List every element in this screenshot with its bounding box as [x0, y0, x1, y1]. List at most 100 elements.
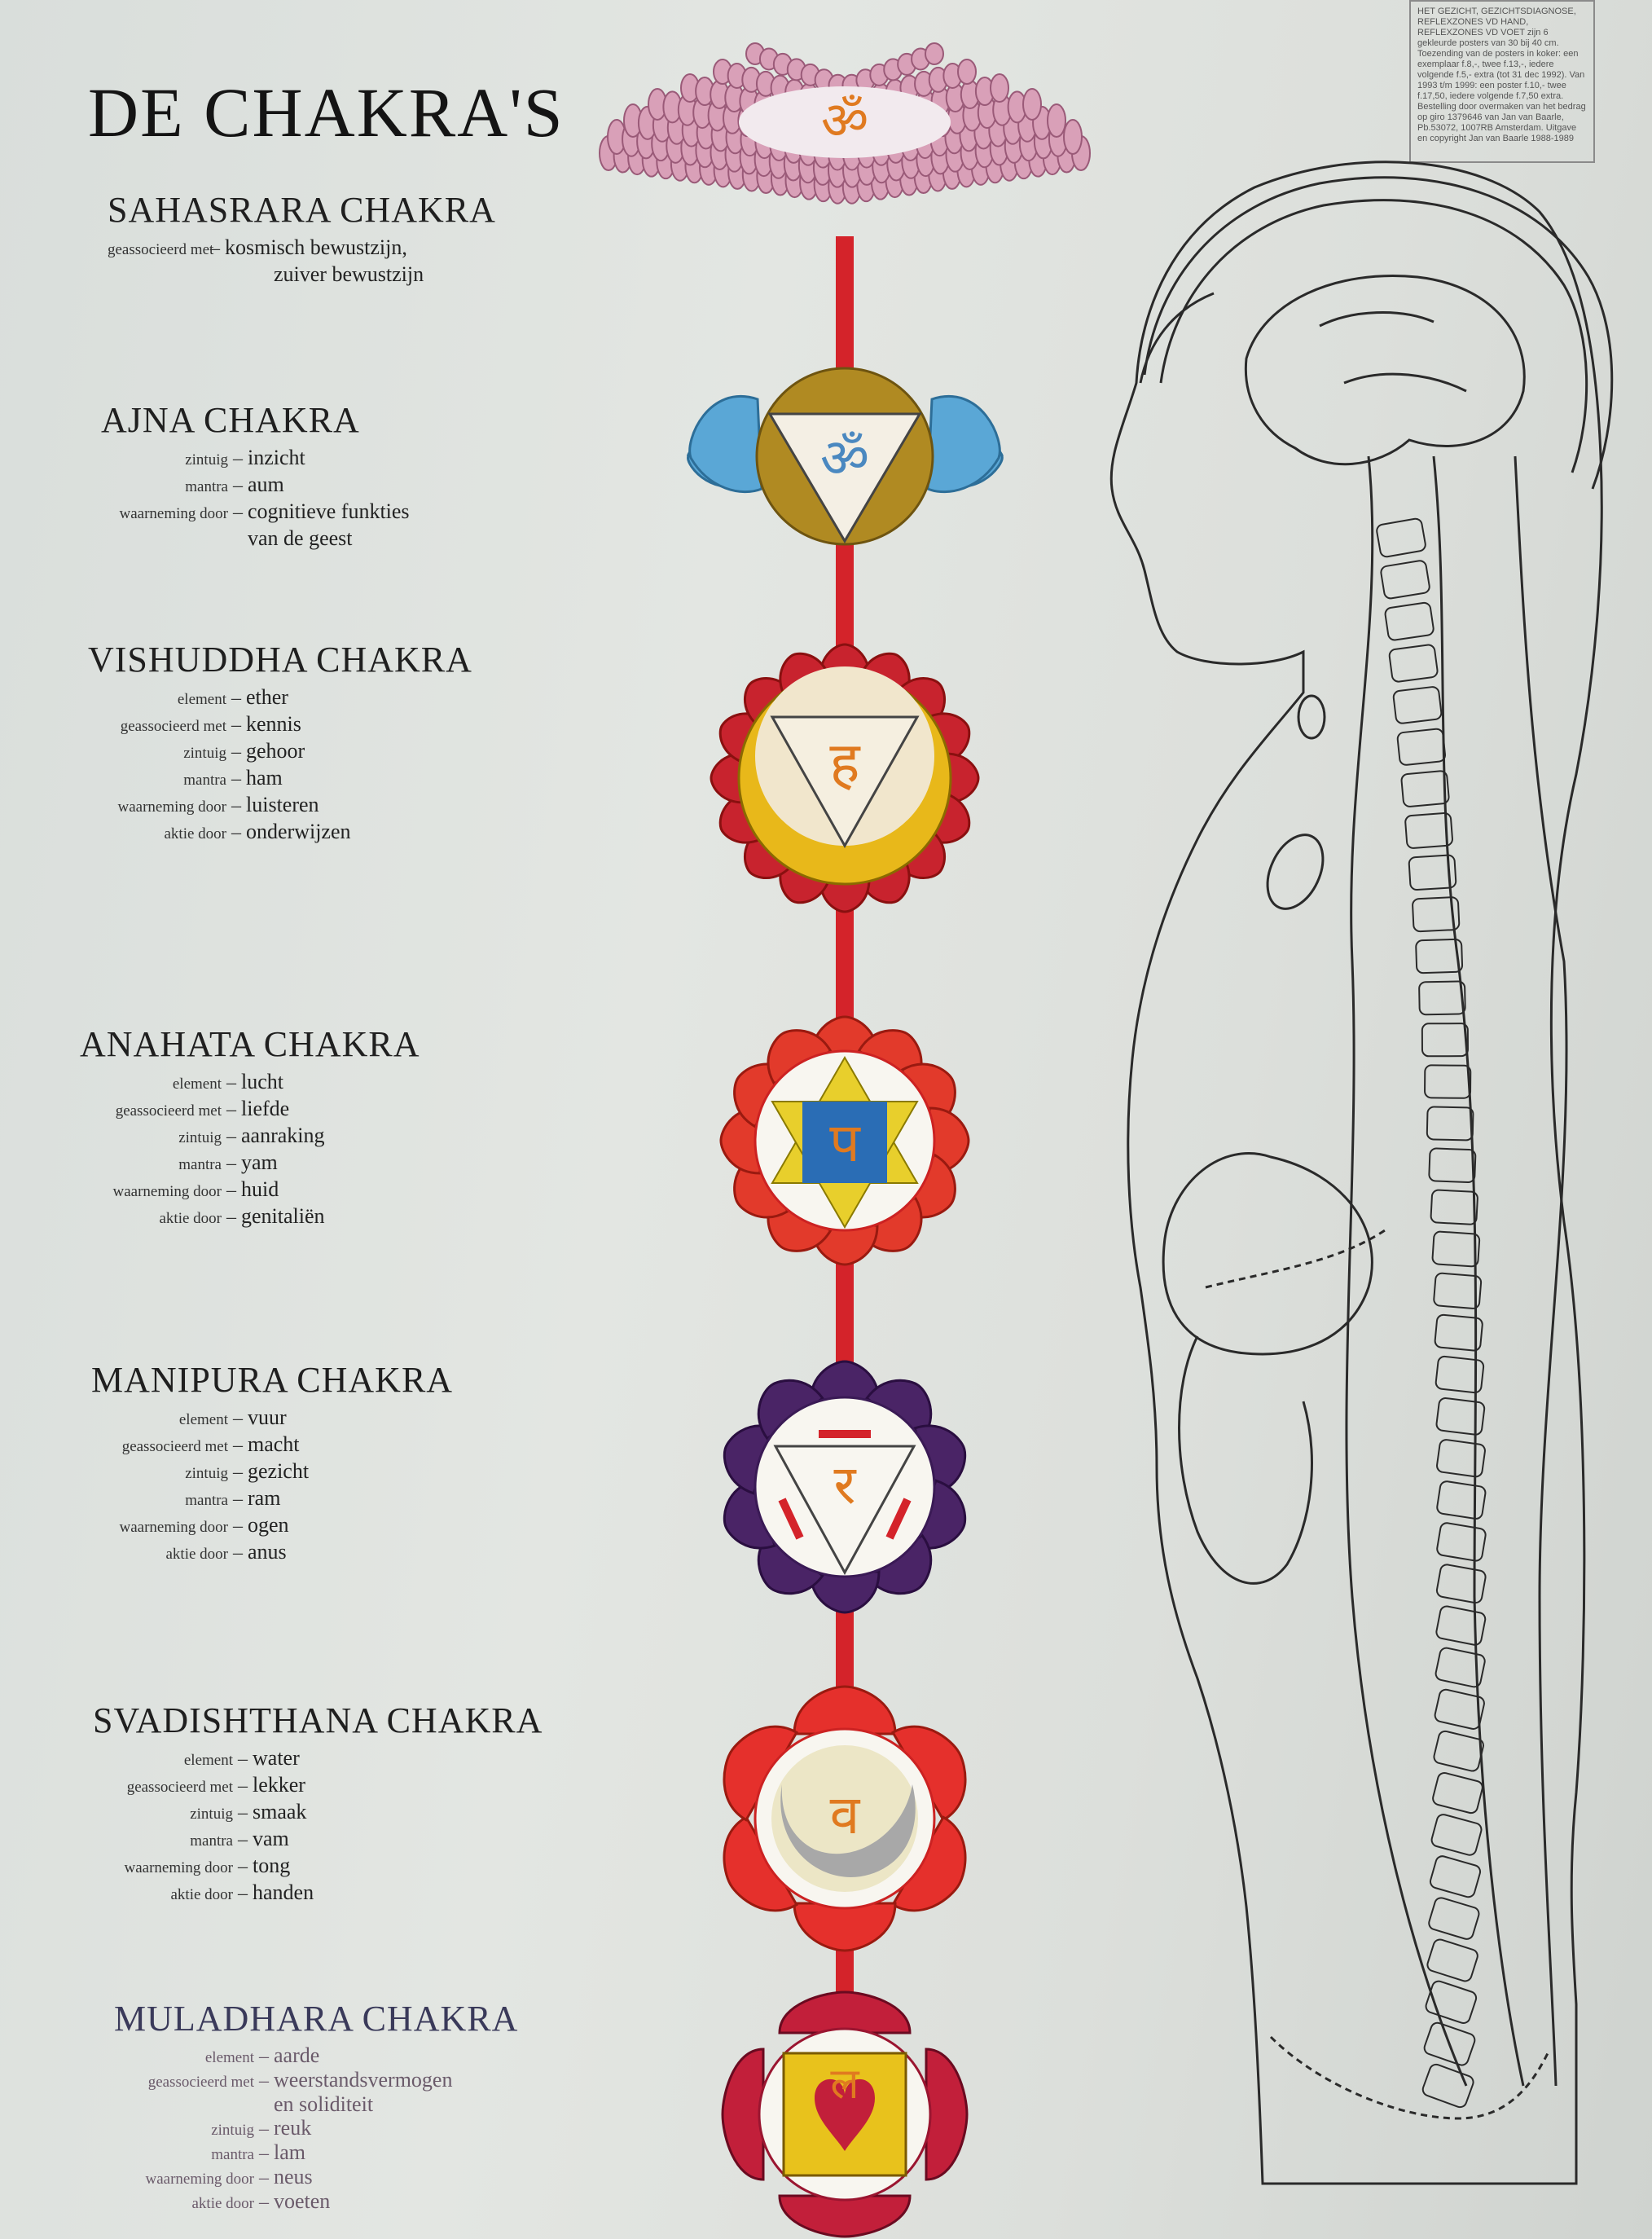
property-dash: –: [231, 795, 241, 816]
vertebra: [1404, 812, 1453, 849]
vertebra: [1384, 601, 1435, 641]
property-dash: –: [233, 1489, 243, 1510]
property-label: aktie door: [170, 1886, 233, 1903]
sahasrara-petal: [1063, 119, 1083, 155]
chakra-property: waarneming door–huid: [80, 1177, 420, 1204]
sahasrara-petal: [957, 59, 977, 85]
vertebra: [1400, 770, 1450, 807]
property-dash: –: [231, 715, 241, 736]
property-value: yam: [241, 1150, 278, 1174]
property-value: aum: [248, 473, 284, 496]
chakra-info-svadhishthana: SVADISHTHANA CHAKRA element–water geasso…: [93, 1700, 543, 1907]
vertebra: [1426, 1106, 1474, 1141]
property-label: waarneming door: [119, 505, 228, 522]
vertebra: [1428, 1897, 1480, 1940]
sahasrara-petal: [1047, 103, 1066, 138]
property-label: geassocieerd met: [126, 1779, 233, 1796]
property-dash: –: [210, 238, 220, 259]
vertebra: [1380, 560, 1430, 600]
vertebra: [1431, 1230, 1481, 1268]
property-label: aktie door: [165, 1546, 228, 1563]
property-value: gezicht: [248, 1459, 310, 1483]
property-value: ram: [248, 1486, 281, 1510]
muladhara-petal: [778, 2194, 912, 2238]
property-label: zintuig: [190, 1806, 233, 1823]
property-dash: –: [233, 502, 243, 523]
property-dash: –: [233, 1542, 243, 1564]
chakra-property: waarneming door–tong: [93, 1854, 543, 1880]
property-label: element: [172, 1076, 222, 1093]
property-dash: –: [233, 1435, 243, 1456]
manipura-petal: [865, 1533, 933, 1595]
property-dash: –: [233, 448, 243, 469]
property-value: ogen: [248, 1513, 289, 1537]
vertebra: [1408, 854, 1457, 891]
vertebra: [1392, 686, 1443, 724]
sahasrara-glyph: ॐ: [821, 91, 868, 152]
chakra-name: VISHUDDHA CHAKRA: [88, 640, 472, 680]
property-value: huid: [241, 1177, 279, 1201]
manipura-chakra-symbol: र: [723, 1360, 967, 1614]
property-label: aktie door: [159, 1210, 222, 1227]
publisher-note-text: HET GEZICHT, GEZICHTSDIAGNOSE, REFLEXZON…: [1417, 7, 1586, 143]
manipura-petal: [757, 1379, 824, 1441]
property-label: element: [178, 1411, 228, 1428]
vertebra: [1425, 1980, 1478, 2024]
property-value: aanraking: [241, 1124, 325, 1147]
manipura-petal: [913, 1424, 967, 1495]
property-label: mantra: [185, 478, 228, 495]
property-dash: –: [226, 1099, 236, 1120]
sahasrara-lotus-symbol: ॐ: [599, 42, 1091, 205]
property-dash: –: [259, 2070, 269, 2092]
chakra-property: waarneming door–ogen: [91, 1513, 453, 1540]
property-label: element: [177, 691, 226, 708]
muladhara-chakra-symbol: ल: [721, 1990, 969, 2238]
property-value: lucht: [241, 1070, 283, 1093]
property-value: macht: [248, 1432, 300, 1456]
vertebra: [1436, 1480, 1487, 1520]
chakra-name: MULADHARA CHAKRA: [114, 1999, 519, 2039]
chakra-property: mantra–vam: [93, 1827, 543, 1854]
chakra-info-manipura: MANIPURA CHAKRA element–vuur geassocieer…: [91, 1359, 453, 1567]
property-label: zintuig: [185, 1465, 228, 1482]
chakra-property: geassocieerd met–macht: [91, 1432, 453, 1459]
vertebra: [1421, 1023, 1469, 1058]
property-label: element: [183, 1752, 233, 1769]
property-value: gehoor: [246, 739, 305, 763]
vertebra: [1436, 1522, 1487, 1562]
manipura-petal: [809, 1570, 881, 1614]
chakra-property: geassocieerd met–liefde: [80, 1097, 420, 1124]
anahata-chakra-symbol: प: [719, 1015, 970, 1266]
chakra-property: waarneming door–neus: [114, 2166, 518, 2190]
chakra-property: – zuiver bewustzijn: [108, 262, 496, 288]
body-silhouette-illustration: [1109, 161, 1603, 2185]
property-value: voeten: [274, 2189, 331, 2213]
chakra-property: aktie door–handen: [93, 1880, 543, 1907]
vertebra: [1396, 728, 1447, 766]
property-dash: –: [238, 1775, 248, 1797]
sahasrara-petal: [925, 42, 944, 65]
manipura-petal: [757, 1533, 824, 1595]
vertebra: [1435, 1564, 1487, 1604]
property-value: aarde: [274, 2043, 320, 2067]
property-dash: –: [259, 2167, 269, 2188]
property-label: waarneming door: [124, 1859, 233, 1876]
svadhishthana-petal: [723, 1725, 798, 1822]
chakra-property: –en soliditeit: [114, 2093, 518, 2117]
vertebra: [1426, 1938, 1478, 1982]
property-dash: –: [259, 2046, 269, 2067]
vertebra: [1376, 517, 1426, 558]
property-dash: –: [259, 2143, 269, 2164]
chakra-property: – van de geest: [90, 526, 410, 552]
poster-title: DE CHAKRA'S: [88, 73, 565, 152]
property-label: geassocieerd met: [147, 2074, 254, 2091]
manipura-petal: [809, 1360, 881, 1404]
chakra-property: waarneming door – cognitieve funkties: [90, 499, 410, 526]
anahata-glyph: प: [829, 1111, 861, 1174]
property-dash: –: [233, 1462, 243, 1483]
property-dash: –: [226, 1072, 236, 1093]
property-label: mantra: [185, 1492, 228, 1509]
chakra-property: mantra–ham: [88, 766, 472, 793]
vertebra: [1418, 980, 1466, 1016]
vertebra: [1430, 1814, 1483, 1856]
